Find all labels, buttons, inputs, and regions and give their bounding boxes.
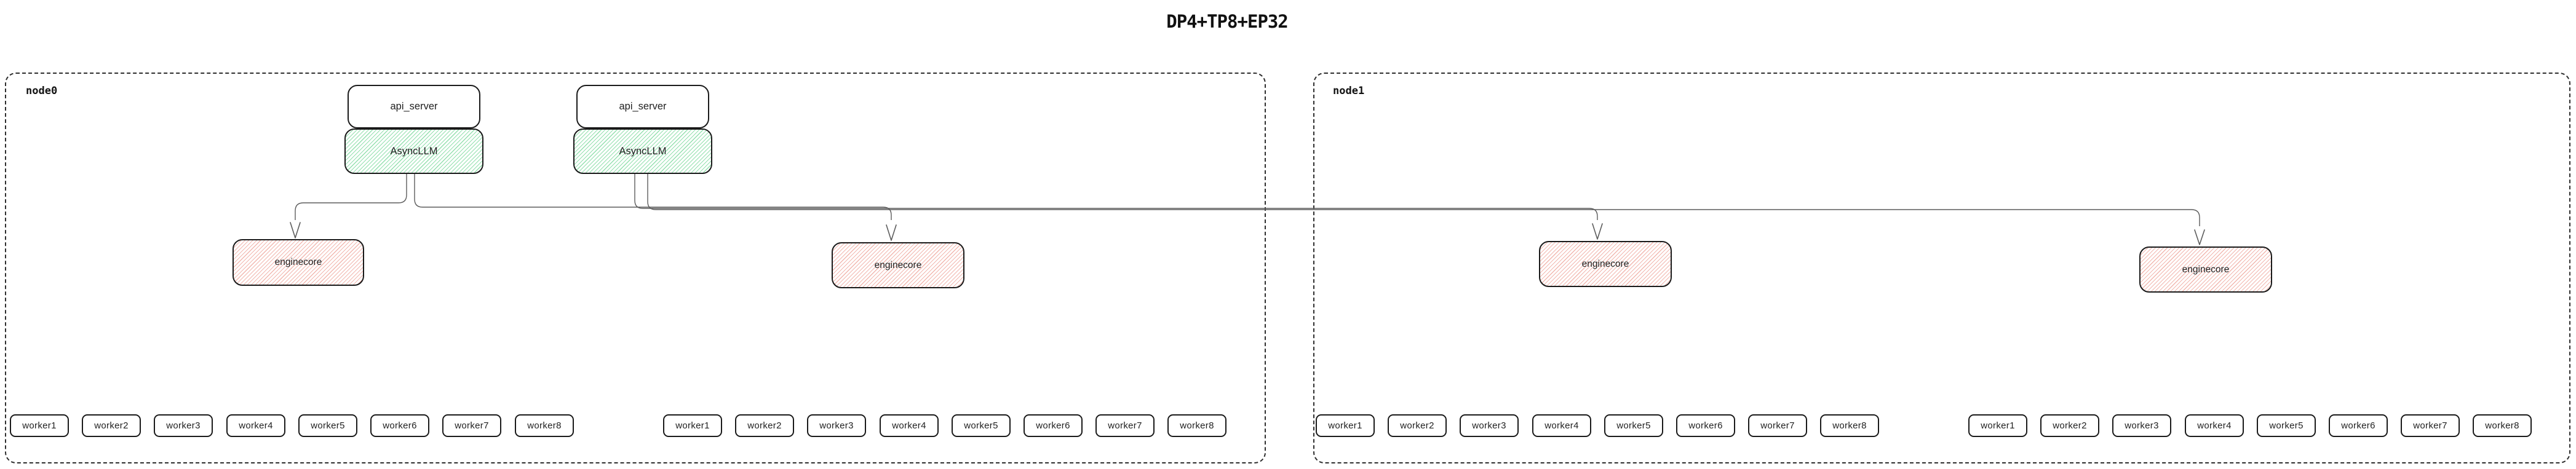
node0-label: node0 [26, 85, 58, 97]
worker-box: worker8 [1820, 414, 1879, 437]
node0-group: node0 [5, 73, 1266, 463]
worker-box: worker3 [807, 414, 866, 437]
worker-box: worker6 [1676, 414, 1735, 437]
enginecore-box-node1-1: enginecore [1539, 241, 1672, 287]
worker-box: worker7 [1095, 414, 1155, 437]
diagram-title: DP4+TP8+EP32 [1166, 11, 1289, 32]
worker-box: worker3 [2112, 414, 2171, 437]
worker-box: worker1 [10, 414, 69, 437]
worker-box: worker4 [2185, 414, 2244, 437]
worker-box: worker1 [1316, 414, 1375, 437]
worker-box: worker6 [2329, 414, 2388, 437]
worker-box: worker5 [952, 414, 1011, 437]
worker-box: worker5 [298, 414, 357, 437]
worker-box: worker7 [2401, 414, 2460, 437]
node1-group: node1 [1313, 73, 2570, 463]
worker-box: worker2 [2040, 414, 2099, 437]
asyncllm-box-1: AsyncLLM [344, 128, 483, 174]
worker-box: worker4 [226, 414, 285, 437]
api-server-box-1: api_server [348, 85, 480, 128]
worker-box: worker5 [2257, 414, 2316, 437]
worker-box: worker3 [154, 414, 213, 437]
worker-box: worker4 [1532, 414, 1591, 437]
worker-box: worker6 [370, 414, 429, 437]
worker-box: worker7 [442, 414, 501, 437]
node1-label: node1 [1333, 85, 1365, 97]
worker-box: worker8 [2473, 414, 2532, 437]
enginecore-box-node0-2: enginecore [832, 242, 964, 288]
worker-box: worker6 [1024, 414, 1083, 437]
worker-box: worker4 [880, 414, 939, 437]
worker-box: worker2 [82, 414, 141, 437]
worker-box: worker5 [1604, 414, 1663, 437]
worker-box: worker1 [663, 414, 722, 437]
worker-box: worker3 [1460, 414, 1519, 437]
worker-box: worker8 [1167, 414, 1226, 437]
worker-box: worker8 [515, 414, 574, 437]
enginecore-box-node1-2: enginecore [2139, 246, 2272, 293]
api-server-box-2: api_server [576, 85, 709, 128]
worker-box: worker7 [1748, 414, 1807, 437]
worker-box: worker2 [1388, 414, 1447, 437]
worker-box: worker2 [735, 414, 794, 437]
asyncllm-box-2: AsyncLLM [573, 128, 712, 174]
worker-box: worker1 [1968, 414, 2027, 437]
enginecore-box-node0-1: enginecore [233, 239, 364, 286]
